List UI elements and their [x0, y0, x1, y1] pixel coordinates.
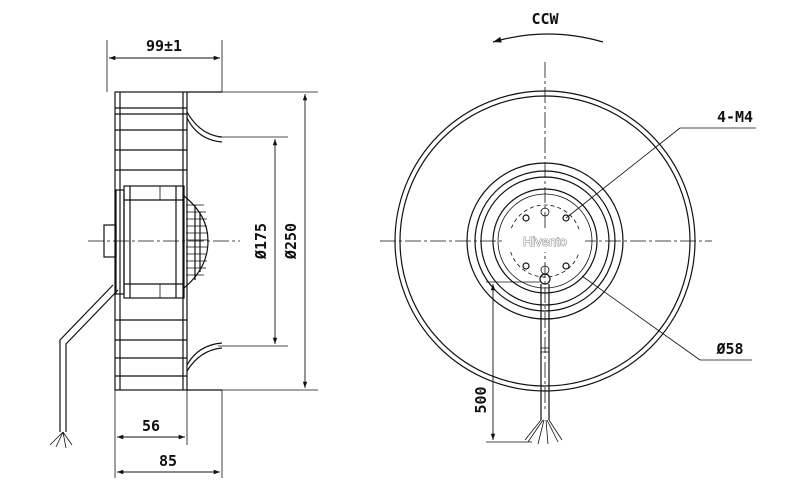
mounting-hole-icon: [522, 214, 530, 222]
side-view: 99±1: [49, 37, 318, 478]
dimension-diameter-250-label: Ø250: [282, 223, 300, 260]
mounting-hole-icon: [562, 262, 570, 270]
inlet-ring-inner: [480, 176, 610, 306]
rotation-label: CCW: [531, 10, 559, 28]
dimension-bottom: 56 85: [114, 390, 223, 478]
cable-front: [524, 273, 563, 445]
inlet-ring-outer: [466, 162, 624, 320]
hub-circle: [492, 188, 598, 294]
shaft-hole-icon: [540, 207, 550, 217]
front-view: CCW Hivento: [380, 10, 756, 445]
outer-plate-inner-circle: [399, 95, 691, 387]
hub-diameter-label: Ø58: [715, 340, 743, 358]
rotation-indicator: CCW: [492, 10, 604, 43]
callout-4-m4: 4-M4: [565, 108, 756, 219]
dimension-85-label: 85: [159, 452, 177, 470]
outer-plate-circle: [394, 90, 696, 392]
dimension-diameter-175-label: Ø175: [252, 223, 270, 260]
brand-logo-text: Hivento: [523, 234, 567, 249]
dimension-width: 99±1: [106, 37, 223, 92]
cable-length-label: 500: [472, 386, 490, 413]
mounting-holes-label: 4-M4: [717, 108, 753, 126]
dimension-diameter-250: Ø250: [222, 91, 318, 391]
dimension-56-label: 56: [142, 417, 160, 435]
dimension-diameter-175: Ø175: [218, 136, 288, 347]
dimension-width-label: 99±1: [146, 37, 182, 55]
brand-logo: Hivento: [505, 230, 585, 252]
callout-diameter-58: Ø58: [581, 275, 752, 361]
mounting-hole-icon: [522, 262, 530, 270]
mounting-hole-icon: [562, 214, 570, 222]
cable-side: [49, 284, 119, 449]
inlet-ring-mid: [474, 170, 616, 312]
hub-inner-circle: [497, 193, 593, 289]
impeller-side-outline: [114, 91, 223, 391]
dimension-cable-length: 500: [472, 281, 540, 443]
